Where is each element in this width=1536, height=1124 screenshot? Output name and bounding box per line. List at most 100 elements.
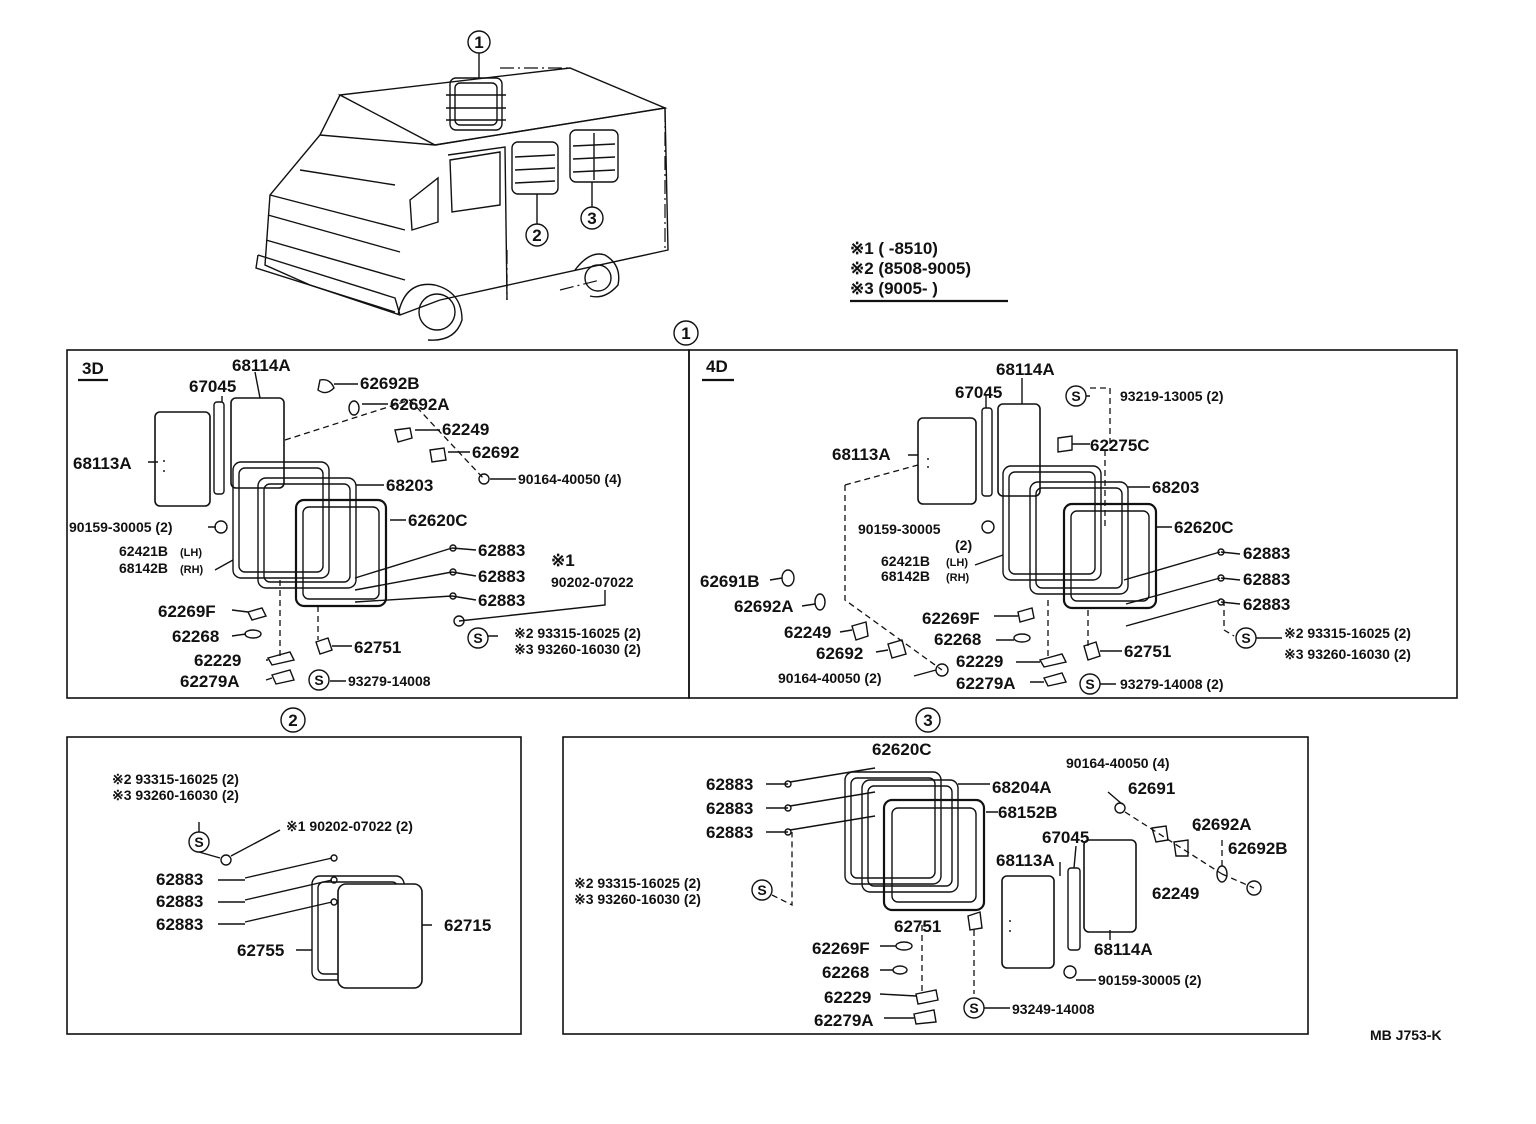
s-mark-s2: S [194, 834, 203, 850]
s-mark-s3-1: S [757, 882, 766, 898]
label-62279A: 62279A [180, 672, 240, 691]
label-4d-62421B: 62421B [881, 553, 930, 569]
s-mark-2: S [473, 630, 482, 646]
label-s3-62751: 62751 [894, 917, 941, 936]
label-s3-90164-40050: 90164-40050 (4) [1066, 755, 1170, 771]
label-62751: 62751 [354, 638, 401, 657]
label-s2-90202-07022: ※1 90202-07022 (2) [286, 818, 413, 834]
label-62883-b: 62883 [478, 567, 525, 586]
s-mark-1: S [314, 672, 323, 688]
label-s3-93249-14008: 93249-14008 [1012, 1001, 1095, 1017]
label-68114A: 68114A [232, 356, 291, 375]
label-4d-68142B-side: (RH) [946, 572, 970, 584]
label-s3-67045: 67045 [1042, 828, 1089, 847]
label-s2-62883-a: 62883 [156, 870, 203, 889]
diagram-code: MB J753-K [1370, 1027, 1442, 1043]
callout-3-van: 3 [587, 209, 596, 228]
label-62883-c: 62883 [478, 591, 525, 610]
label-62620C: 62620C [408, 511, 468, 530]
label-4d-62421B-side: (LH) [946, 557, 968, 569]
panel-4d-tag: 4D [706, 357, 728, 376]
section-2-callout [280, 707, 306, 733]
s-mark-s3-2: S [969, 1000, 978, 1016]
callout-2-van: 2 [532, 226, 541, 245]
section-1-callout [673, 320, 699, 346]
label-62421B: 62421B [119, 543, 168, 559]
label-4d-62883-a: 62883 [1243, 544, 1290, 563]
label-4d-90164-40050: 90164-40050 (2) [778, 670, 882, 686]
label-62883-a: 62883 [478, 541, 525, 560]
s-mark-4d-2: S [1241, 630, 1250, 646]
label-4d-62249: 62249 [784, 623, 831, 642]
label-62268: 62268 [172, 627, 219, 646]
label-62692: 62692 [472, 443, 519, 462]
label-4d-62751: 62751 [1124, 642, 1171, 661]
label-62421B-side: (LH) [180, 547, 202, 559]
label-s3-68204A: 68204A [992, 778, 1052, 797]
label-93315-16025: ※2 93315-16025 (2) [514, 625, 641, 641]
panel-3d-labels: 68114A 67045 68113A 62692B 62692A 62249 … [69, 356, 641, 691]
section-3-callout [915, 707, 941, 733]
label-90159-30005: 90159-30005 (2) [69, 519, 173, 535]
section-2-number: 2 [288, 711, 297, 730]
label-68203: 68203 [386, 476, 433, 495]
label-4d-90159-qty: (2) [955, 537, 972, 553]
label-62692A: 62692A [390, 395, 450, 414]
label-4d-68113A: 68113A [832, 445, 891, 464]
label-4d-62269F: 62269F [922, 609, 980, 628]
panel-3-parts [751, 767, 1262, 1025]
label-s3-62269F: 62269F [812, 939, 870, 958]
label-4d-93260-16030: ※3 93260-16030 (2) [1284, 646, 1411, 662]
panel-2-parts [188, 822, 432, 989]
label-s3-62279A: 62279A [814, 1011, 874, 1030]
label-s3-90159-30005: 90159-30005 (2) [1098, 972, 1202, 988]
callout-1-van: 1 [474, 33, 483, 52]
label-4d-68114A: 68114A [996, 360, 1055, 379]
label-star1: ※1 [551, 551, 575, 570]
panel-3-labels: 62620C 62883 62883 62883 68204A 68152B 9… [574, 740, 1288, 1030]
label-4d-68203: 68203 [1152, 478, 1199, 497]
section-1-number: 1 [681, 324, 690, 343]
label-4d-93315-16025: ※2 93315-16025 (2) [1284, 625, 1411, 641]
van-illustration: 1 2 3 [255, 30, 669, 341]
label-4d-62268: 62268 [934, 630, 981, 649]
label-s2-62755: 62755 [237, 941, 284, 960]
label-4d-93219-13005: 93219-13005 (2) [1120, 388, 1224, 404]
label-4d-62691B: 62691B [700, 572, 760, 591]
label-90164-40050: 90164-40050 (4) [518, 471, 622, 487]
label-90202-07022: 90202-07022 [551, 574, 634, 590]
panel-3d-parts [148, 371, 606, 691]
label-4d-93279-14008: 93279-14008 (2) [1120, 676, 1224, 692]
label-s3-62883-b: 62883 [706, 799, 753, 818]
label-s3-62692B: 62692B [1228, 839, 1288, 858]
date-legend: ※1 ( -8510) ※2 (8508-9005) ※3 (9005- ) [850, 239, 1008, 303]
label-s3-68114A: 68114A [1094, 940, 1153, 959]
s-mark-4d-3: S [1085, 676, 1094, 692]
label-67045: 67045 [189, 377, 236, 396]
label-68142B: 68142B [119, 560, 168, 576]
label-s3-62691: 62691 [1128, 779, 1175, 798]
label-4d-62692A: 62692A [734, 597, 794, 616]
label-s3-93260-16030: ※3 93260-16030 (2) [574, 891, 701, 907]
label-62692B: 62692B [360, 374, 420, 393]
label-s3-62249: 62249 [1152, 884, 1199, 903]
legend-line-2: ※2 (8508-9005) [850, 259, 971, 278]
panel-3d-tag: 3D [82, 359, 104, 378]
label-4d-62883-b: 62883 [1243, 570, 1290, 589]
label-93279-14008: 93279-14008 [348, 673, 431, 689]
s-mark-4d-1: S [1071, 388, 1080, 404]
panel-2-labels: ※2 93315-16025 (2) ※3 93260-16030 (2) ※1… [112, 771, 491, 960]
section-3-number: 3 [923, 711, 932, 730]
label-62229: 62229 [194, 651, 241, 670]
label-4d-62229: 62229 [956, 652, 1003, 671]
label-s3-62620C: 62620C [872, 740, 932, 759]
label-s3-62883-a: 62883 [706, 775, 753, 794]
label-4d-68142B: 68142B [881, 568, 930, 584]
legend-line-1: ※1 ( -8510) [850, 239, 938, 258]
label-62249: 62249 [442, 420, 489, 439]
label-4d-90159-30005: 90159-30005 [858, 521, 941, 537]
label-s3-62268: 62268 [822, 963, 869, 982]
panel-3 [562, 736, 1309, 1035]
label-68113A: 68113A [73, 454, 132, 473]
